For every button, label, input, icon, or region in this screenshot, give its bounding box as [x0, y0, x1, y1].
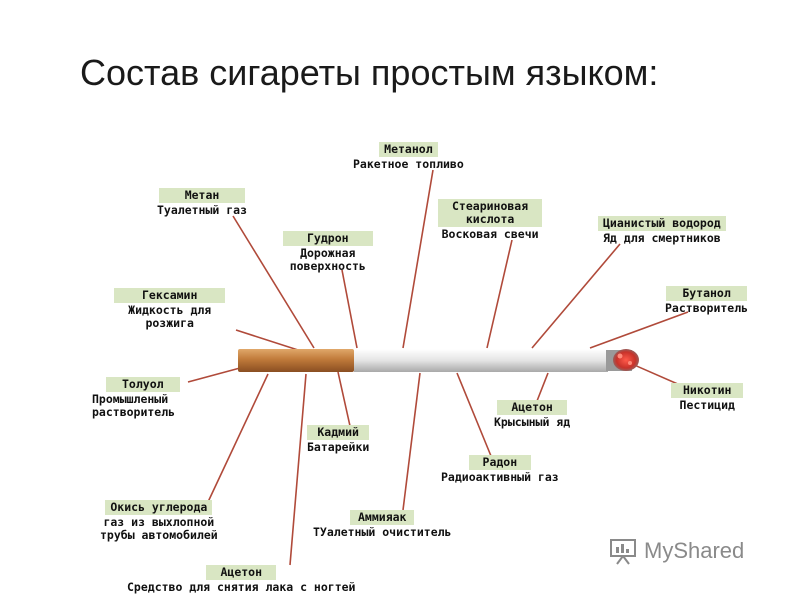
watermark-text: MyShared — [644, 538, 745, 563]
cigarette-filter — [238, 349, 354, 372]
label-desc: розжига — [145, 316, 194, 330]
line-aceton2 — [289, 373, 307, 566]
label-desc: Радиоактивный газ — [441, 470, 559, 484]
label-desc: поверхность — [289, 259, 366, 273]
label-name: Метанол — [379, 142, 438, 157]
cigarette-ember — [613, 349, 639, 371]
label-desc: Крысыный яд — [494, 415, 571, 429]
myshared-watermark: MyShared — [608, 536, 744, 566]
label-okis: Окись углерода газ из выхлопной трубы ав… — [100, 500, 218, 542]
label-geksamin: Гексамин Жидкость для розжига — [114, 288, 226, 330]
label-metanol: Метанол Ракетное топливо — [353, 142, 464, 171]
label-name: Радон — [468, 455, 532, 470]
cigarette-paper — [354, 349, 608, 372]
label-radon: Радон Радиоактивный газ — [441, 455, 559, 484]
label-name: Никотин — [671, 383, 744, 398]
label-name: Толуол — [106, 377, 180, 392]
label-desc: Батарейки — [307, 440, 370, 454]
label-name: Аммияак — [350, 510, 415, 525]
label-gudron: Гудрон Дорожная поверхность — [283, 231, 373, 273]
slide-title: Состав сигареты простым языком: — [80, 52, 659, 93]
label-desc: трубы автомобилей — [100, 528, 218, 542]
label-desc: Средство для снятия лака с ногтей — [127, 580, 356, 594]
label-name: Ацетон — [206, 565, 277, 580]
label-kadmiy: Кадмий Батарейки — [307, 425, 369, 454]
label-desc: Туалетный газ — [157, 203, 248, 217]
line-butanol — [589, 311, 689, 349]
label-toluol: Толуол Промышленый растворитель — [92, 377, 180, 419]
label-aceton-1: Ацетон Крысыный яд — [494, 400, 570, 429]
line-ammiak — [402, 372, 421, 511]
label-name: Окись углерода — [105, 500, 213, 515]
label-nikotin: Никотин Пестицид — [671, 383, 744, 412]
label-name: Кадмий — [307, 425, 369, 440]
label-desc: Яд для смертников — [603, 231, 721, 245]
label-desc: Промышленый — [92, 392, 169, 406]
label-desc: газ из выхлопной — [103, 515, 215, 529]
line-metan — [232, 215, 315, 349]
line-geksamin — [235, 329, 299, 351]
label-metan: Метан Туалетный газ — [157, 188, 247, 217]
label-cianid: Цианистый водород Яд для смертников — [598, 216, 726, 245]
label-name: Гудрон — [283, 231, 373, 246]
line-gudron — [341, 269, 358, 349]
label-aceton-2: Ацетон Средство для снятия лака с ногтей — [127, 565, 355, 594]
label-desc: Дорожная — [300, 246, 356, 260]
label-name: Стеариновая кислота — [438, 199, 543, 227]
label-name: Цианистый водород — [598, 216, 726, 231]
label-desc: растворитель — [92, 405, 176, 419]
label-name: Гексамин — [114, 288, 226, 303]
line-kadmiy — [337, 371, 351, 427]
line-metanol — [402, 169, 434, 349]
line-nikotin — [631, 363, 681, 386]
line-cianid — [531, 243, 621, 349]
label-desc: ТУалетный очиститель — [313, 525, 452, 539]
label-desc: Восковая свечи — [441, 227, 539, 241]
line-stearin — [486, 239, 513, 349]
label-desc: Ракетное топливо — [353, 157, 464, 171]
line-okis — [207, 373, 269, 503]
label-name: Метан — [158, 188, 246, 203]
line-aceton1 — [536, 372, 549, 402]
label-desc: Жидкость для — [128, 303, 212, 317]
line-toluol — [187, 367, 241, 383]
label-desc: Растворитель — [665, 301, 749, 315]
label-name: Ацетон — [497, 400, 567, 415]
label-ammiak: Аммияак ТУалетный очиститель — [313, 510, 451, 539]
label-name: Бутанол — [666, 286, 747, 301]
presentation-board-icon — [610, 539, 636, 565]
label-butanol: Бутанол Растворитель — [665, 286, 748, 315]
line-radon — [456, 372, 492, 457]
label-stearin: Стеариновая кислота Восковая свечи — [438, 199, 543, 241]
label-desc: Пестицид — [679, 398, 735, 412]
